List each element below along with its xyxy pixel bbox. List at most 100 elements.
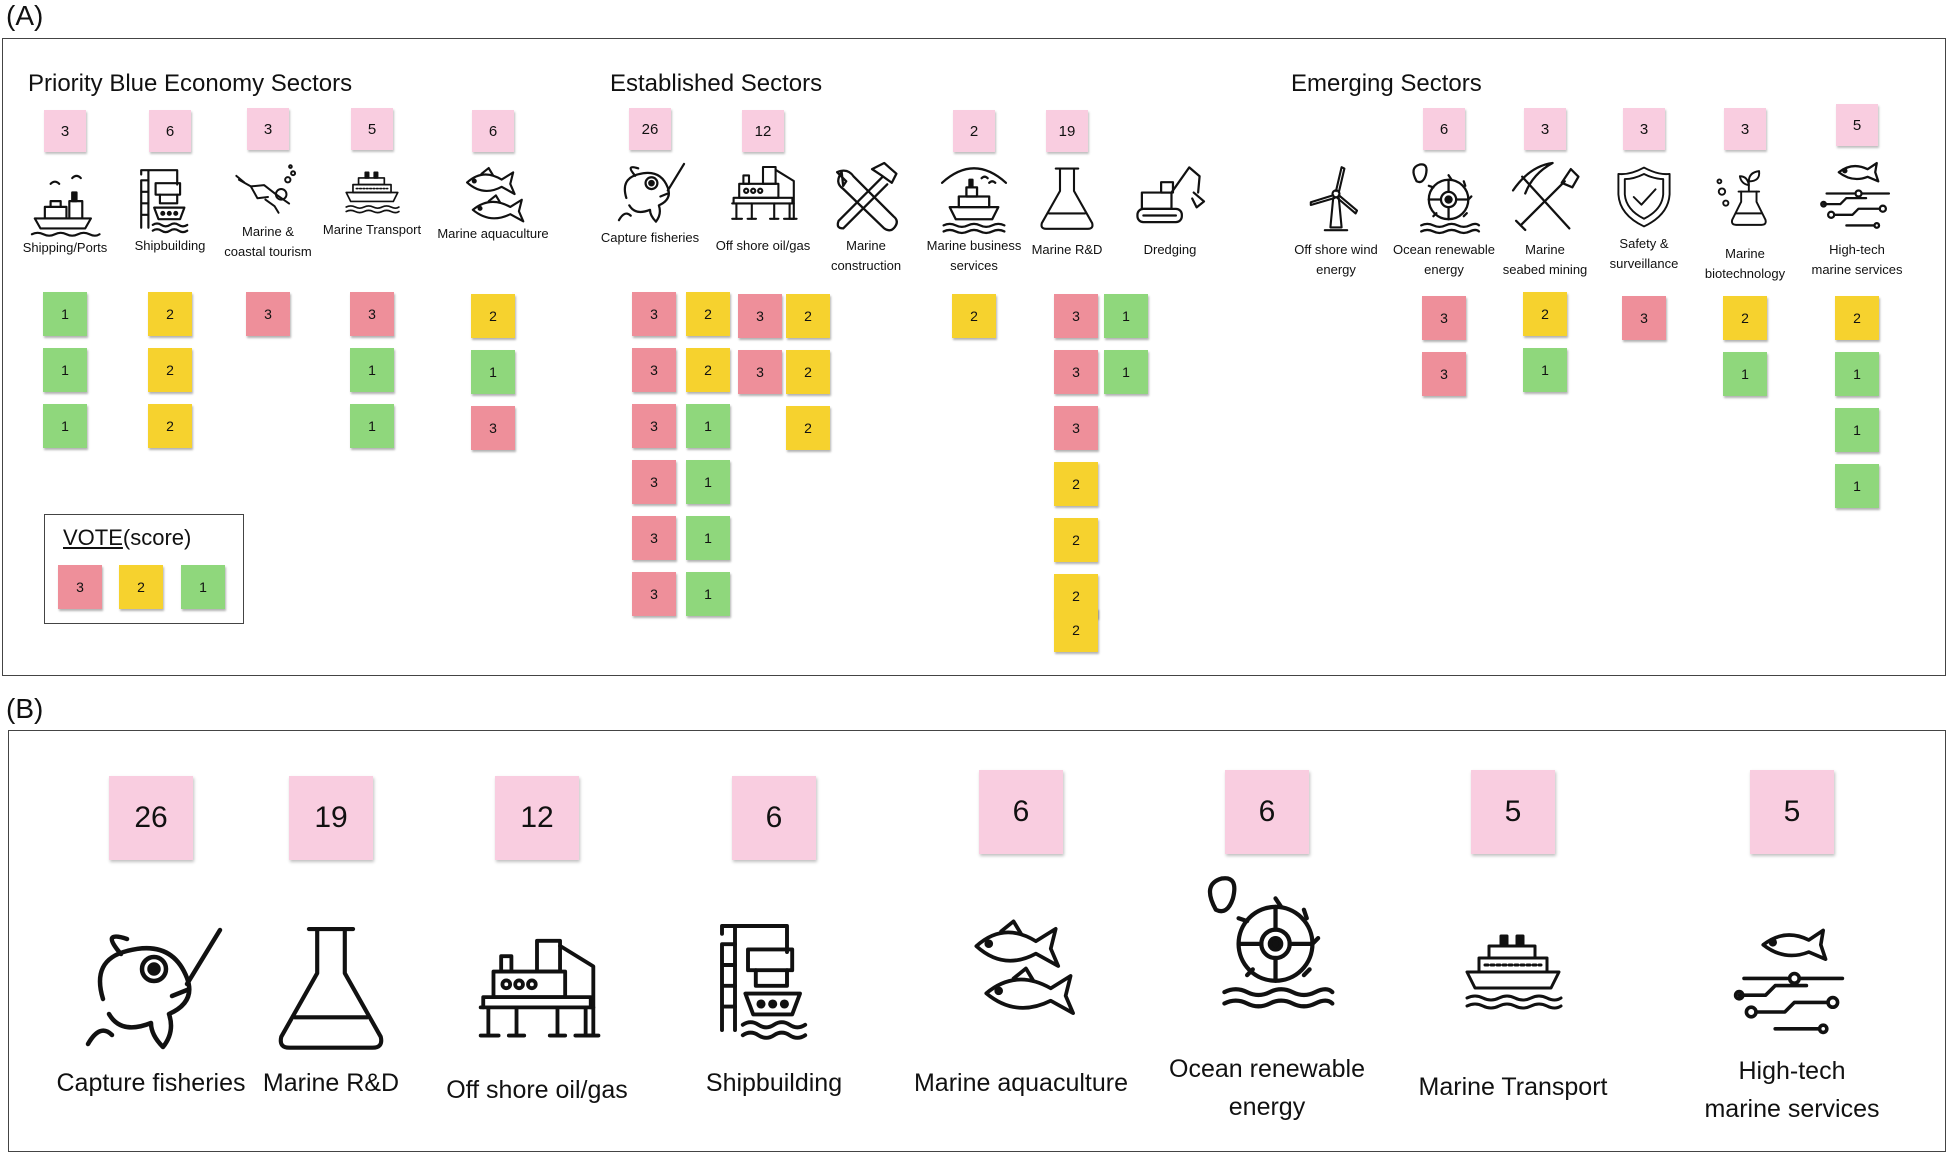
vote-sticky: 2 (1835, 296, 1879, 340)
pickaxe-shovel-icon (1505, 160, 1585, 236)
vote-sticky: 3 (632, 404, 676, 448)
vote-sticky: 1 (350, 348, 394, 392)
sector-label: Shipbuilding (134, 238, 206, 253)
flask-icon (261, 918, 401, 1056)
vote-sticky: 2 (1723, 296, 1767, 340)
ranked-total: 5 (1750, 770, 1834, 854)
sector-total-shipbuilding-crane-1: 6 (149, 110, 191, 152)
sector-label: Marine construction (830, 238, 902, 273)
vote-sticky: 2 (786, 350, 830, 394)
ranked-sector-label: Off shore oil/gas (446, 1076, 628, 1104)
vote-sticky: 2 (148, 348, 192, 392)
shield-check-icon (1612, 160, 1676, 234)
legend-vote-2: 2 (119, 565, 163, 609)
heading-emerging-sectors: Emerging Sectors (1291, 70, 1482, 97)
vote-sticky: 2 (148, 404, 192, 448)
vote-sticky: 3 (738, 294, 782, 338)
vote-sticky: 3 (350, 292, 394, 336)
vote-sticky: 3 (738, 350, 782, 394)
heading-priority-sectors: Priority Blue Economy Sectors (28, 70, 353, 97)
ranked-total: 26 (109, 776, 193, 860)
water-wheel-icon (1404, 160, 1484, 236)
sector-total-oil-rig-6: 12 (742, 110, 784, 152)
ranked-sector-label: Marine Transport (1418, 1073, 1608, 1101)
ranked-total: 5 (1471, 770, 1555, 854)
cruise-ship-icon (328, 160, 416, 216)
wind-turbine-icon (1301, 160, 1371, 236)
heading-established-sectors: Established Sectors (610, 70, 823, 97)
vote-sticky: 2 (686, 292, 730, 336)
vote-sticky: 2 (1054, 462, 1098, 506)
vote-sticky: 3 (1054, 294, 1098, 338)
ranked-sector-label: Marine aquaculture (913, 1069, 1128, 1097)
vote-sticky: 3 (471, 406, 515, 450)
sector-label: Marine biotechnology (1704, 246, 1786, 281)
vote-sticky: 2 (1054, 608, 1098, 652)
ranked-sector-label: High-tech marine services (1704, 1057, 1880, 1123)
sector-total-water-wheel-12: 6 (1423, 108, 1465, 150)
vote-sticky: 1 (686, 572, 730, 616)
vote-sticky: 2 (686, 348, 730, 392)
panel-a (2, 38, 1946, 676)
fish-hook-icon (612, 158, 688, 232)
sector-label: Marine & coastal tourism (224, 224, 312, 259)
vote-sticky: 1 (43, 292, 87, 336)
sector-label: Marine Transport (322, 222, 422, 237)
sector-label: Marine R&D (1031, 242, 1103, 257)
sector-total-ship-port-0: 3 (44, 110, 86, 152)
ranked-sector-label: Ocean renewable energy (1169, 1055, 1365, 1121)
vote-sticky: 3 (632, 516, 676, 560)
vote-sticky: 3 (246, 292, 290, 336)
sector-label: High-tech marine services (1811, 242, 1903, 277)
vote-sticky: 1 (43, 348, 87, 392)
ranked-total: 6 (1225, 770, 1309, 854)
vote-sticky: 1 (1104, 350, 1148, 394)
ranked-total: 6 (732, 776, 816, 860)
sector-total-fish-circuit-16: 5 (1836, 104, 1878, 146)
sector-label: Ocean renewable energy (1393, 242, 1495, 277)
wrench-hammer-icon (826, 160, 906, 236)
sector-label: Marine seabed mining (1502, 242, 1588, 277)
flask-icon (1032, 160, 1102, 236)
sector-total-harbour-ship-8: 2 (953, 110, 995, 152)
legend-title-vote: VOTE (63, 525, 123, 550)
water-wheel-icon (1182, 870, 1352, 1012)
vote-sticky: 2 (952, 294, 996, 338)
vote-sticky: 3 (1054, 350, 1098, 394)
panel-b-letter: (B) (6, 693, 44, 724)
legend-vote-1: 1 (181, 565, 225, 609)
vote-sticky: 1 (350, 404, 394, 448)
vote-sticky: 2 (148, 292, 192, 336)
vote-sticky: 3 (1422, 296, 1466, 340)
sector-total-shield-check-14: 3 (1623, 108, 1665, 150)
sector-total-fish-pair-4: 6 (472, 110, 514, 152)
sector-total-cruise-ship-3: 5 (351, 108, 393, 150)
ship-port-icon (23, 168, 107, 240)
sector-total-flask-9: 19 (1046, 110, 1088, 152)
vote-sticky: 1 (1723, 352, 1767, 396)
oil-rig-icon (720, 160, 806, 230)
legend-title-score: (score) (122, 525, 192, 550)
vote-sticky: 3 (632, 460, 676, 504)
vote-sticky: 1 (1835, 352, 1879, 396)
sector-label: Off shore oil/gas (715, 238, 811, 253)
fish-circuit-icon (1819, 154, 1895, 230)
sector-label: Marine business services (926, 238, 1022, 273)
shipbuilding-crane-icon (134, 160, 206, 238)
fish-hook-icon (76, 918, 226, 1068)
sector-label: Capture fisheries (600, 230, 700, 245)
sector-label: Dredging (1143, 242, 1197, 257)
cruise-ship-icon (1428, 914, 1598, 1014)
vote-sticky: 2 (1054, 518, 1098, 562)
vote-sticky: 1 (471, 350, 515, 394)
plant-flask-icon (1713, 160, 1777, 236)
vote-sticky: 3 (1622, 296, 1666, 340)
sector-total-diver-2: 3 (247, 108, 289, 150)
fish-pair-icon (455, 158, 531, 230)
diver-icon (223, 160, 313, 226)
vote-sticky: 3 (632, 348, 676, 392)
vote-sticky: 1 (686, 460, 730, 504)
ranked-sector-label: Marine R&D (262, 1069, 400, 1097)
fish-circuit-icon (1722, 916, 1862, 1036)
vote-sticky: 1 (1835, 464, 1879, 508)
